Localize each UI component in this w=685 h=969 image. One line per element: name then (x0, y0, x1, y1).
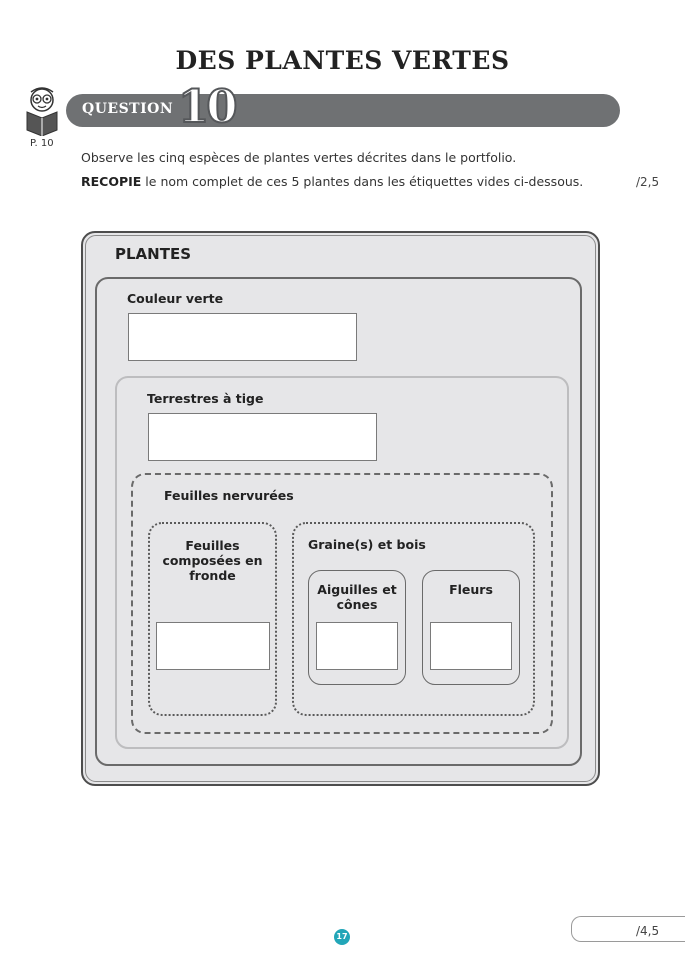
question-label: QUESTION (82, 101, 174, 117)
page-reference: P. 10 (30, 138, 54, 149)
feuilles-nervurees-group (131, 473, 553, 734)
graines-bois-label: Graine(s) et bois (308, 537, 426, 552)
total-score: /4,5 (636, 924, 660, 938)
graines-bois-group (292, 522, 535, 716)
instruction-keyword: RECOPIE (81, 174, 142, 189)
feuilles-nervurees-label: Feuilles nervurées (164, 488, 294, 503)
instruction-text: le nom complet de ces 5 plantes dans les… (141, 174, 584, 189)
fleurs-group (422, 570, 520, 685)
instruction-line-2: RECOPIE le nom complet de ces 5 plantes … (81, 174, 583, 189)
page-number-badge: 17 (334, 929, 350, 945)
question-score: /2,5 (636, 175, 660, 189)
fleurs-answer-field[interactable] (430, 622, 512, 670)
feuilles-composees-group (148, 522, 277, 716)
question-banner (66, 94, 620, 127)
total-score-tab (571, 916, 685, 942)
mascot-reading-icon (24, 86, 60, 137)
aiguilles-cones-group (308, 570, 406, 685)
aiguilles-cones-answer-field[interactable] (316, 622, 398, 670)
question-number: 10 (177, 80, 239, 133)
instruction-line-1: Observe les cinq espèces de plantes vert… (81, 150, 517, 165)
terrestres-tige-answer-field[interactable] (148, 413, 377, 461)
plantes-panel-inner-border (85, 235, 596, 782)
feuilles-composees-answer-field[interactable] (156, 622, 270, 670)
couleur-verte-label: Couleur verte (127, 291, 224, 306)
feuilles-composees-label: Feuilles composées en fronde (162, 538, 263, 583)
page-title: DES PLANTES VERTES (175, 46, 510, 75)
aiguilles-cones-label: Aiguilles et cônes (317, 582, 397, 612)
terrestres-tige-label: Terrestres à tige (147, 391, 264, 406)
fleurs-label: Fleurs (449, 582, 493, 597)
couleur-verte-answer-field[interactable] (128, 313, 357, 361)
plantes-heading: PLANTES (115, 245, 191, 263)
